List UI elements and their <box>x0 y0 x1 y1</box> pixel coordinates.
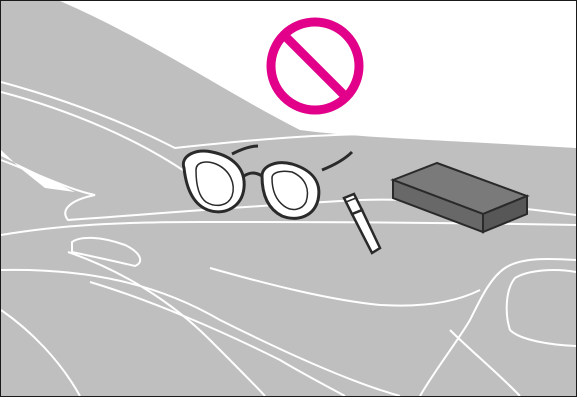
dashboard-illustration <box>0 0 577 397</box>
